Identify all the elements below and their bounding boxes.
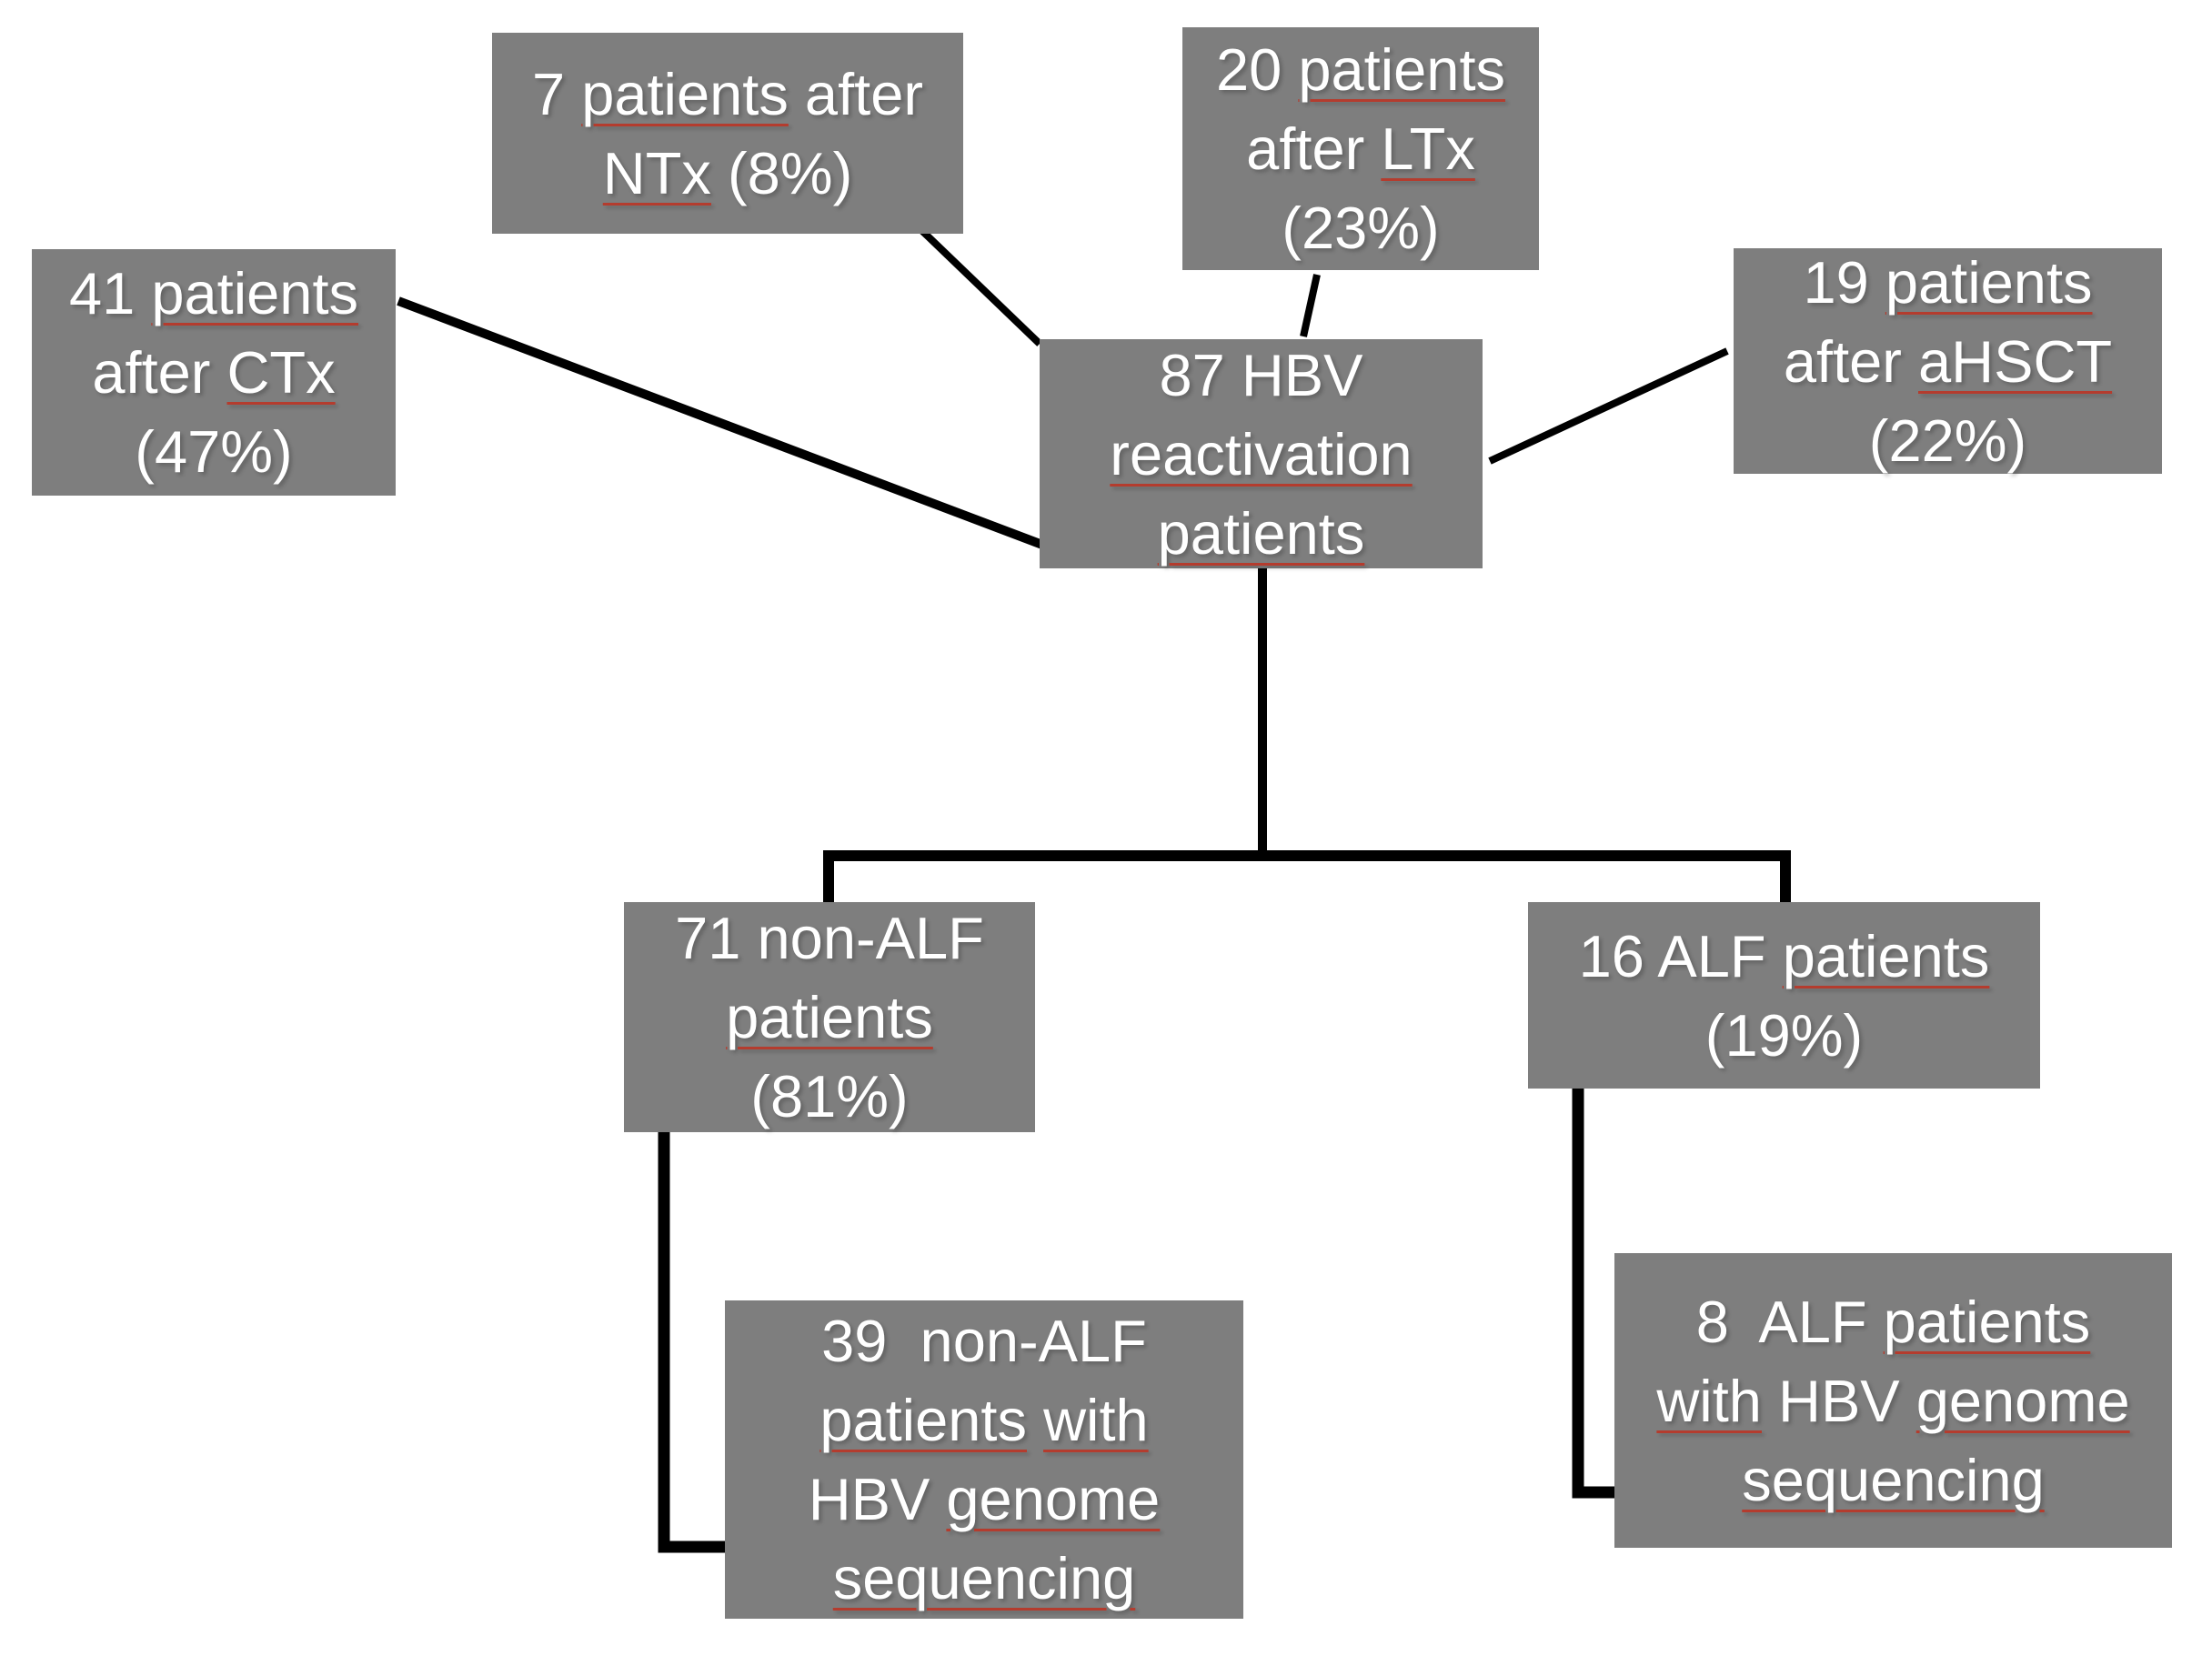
node-text-segment: 8 ALF: [1695, 1288, 1884, 1355]
node-text-line: (22%): [1869, 401, 2026, 480]
connector-ltx-to-hbv: [1300, 274, 1321, 337]
spellcheck-underlined-word: aHSCT: [1918, 327, 2113, 395]
connector-ctx-to-hbv: [397, 296, 1044, 549]
spellcheck-underlined-word: with: [1656, 1367, 1762, 1434]
node-text-segment: 7: [531, 60, 582, 127]
node-text-segment: [1027, 1387, 1043, 1453]
node-text-segment: HBV: [808, 1466, 947, 1532]
connector-nonalf-to-sequencing: [658, 1132, 725, 1553]
node-text-segment: 19: [1803, 248, 1885, 316]
node-text-segment: (19%): [1704, 1001, 1864, 1069]
node-text-line: sequencing: [833, 1539, 1136, 1618]
node-text-line: after aHSCT: [1784, 322, 2112, 401]
spellcheck-underlined-word: patients: [151, 260, 359, 326]
node-text-line: 87 HBV: [1159, 336, 1362, 415]
spellcheck-underlined-word: genome: [946, 1466, 1161, 1532]
node-text-line: patients with: [819, 1380, 1148, 1460]
node-text-line: 7 patients after: [532, 55, 923, 134]
node-text-line: 16 ALF patients: [1579, 917, 1990, 996]
node-text-segment: after: [92, 339, 227, 406]
node-text-line: sequencing: [1742, 1440, 2045, 1520]
spellcheck-underlined-word: patients: [1782, 922, 1990, 989]
spellcheck-underlined-word: patients: [1157, 499, 1365, 567]
node-text-line: 20 patients: [1216, 30, 1505, 109]
node-text-segment: (23%): [1282, 195, 1440, 261]
connector-ahsct-to-hbv: [1488, 347, 1729, 465]
spellcheck-underlined-word: patients: [1885, 248, 2093, 316]
node-text-segment: 71 non-ALF: [675, 905, 984, 971]
spellcheck-underlined-word: LTx: [1381, 115, 1475, 182]
node-text-line: after LTx: [1246, 109, 1475, 188]
node-text-segment: 16 ALF: [1578, 922, 1783, 989]
node-text-line: NTx (8%): [603, 134, 852, 213]
spellcheck-underlined-word: genome: [1915, 1367, 2130, 1434]
node-text-line: reactivation: [1110, 415, 1412, 494]
spellcheck-underlined-word: reactivation: [1110, 420, 1413, 487]
connector-branch-split: [823, 850, 1791, 904]
node-text-line: (23%): [1282, 188, 1439, 267]
node-87-hbv-reactivation-patients: 87 HBV reactivation patients: [1040, 339, 1483, 568]
node-text-segment: after: [788, 60, 923, 127]
node-text-segment: after: [1246, 115, 1382, 182]
node-text-segment: 87 HBV: [1159, 341, 1363, 408]
node-text-segment: after: [1783, 327, 1919, 395]
node-text-segment: (47%): [135, 418, 293, 485]
spellcheck-underlined-word: sequencing: [1742, 1446, 2045, 1513]
node-text-line: patients: [1158, 494, 1365, 573]
node-text-segment: (8%): [710, 139, 853, 206]
spellcheck-underlined-word: patients: [1883, 1288, 2091, 1355]
node-text-line: 41 patients: [69, 254, 358, 333]
node-text-line: patients: [726, 978, 933, 1057]
node-text-line: with HBV genome: [1656, 1361, 2129, 1440]
spellcheck-underlined-word: patients: [726, 984, 933, 1050]
spellcheck-underlined-word: patients: [1298, 36, 1506, 103]
node-71-non-alf-patients: 71 non-ALF patients (81%): [624, 902, 1035, 1132]
node-text-line: HBV genome: [809, 1460, 1161, 1539]
node-text-line: after CTx: [92, 333, 335, 412]
node-text-line: (81%): [750, 1057, 908, 1136]
node-text-segment: 39 non-ALF: [821, 1308, 1147, 1374]
connector-ntx-to-hbv: [919, 227, 1042, 346]
node-text-line: 71 non-ALF: [675, 898, 984, 978]
node-text-line: 19 patients: [1803, 243, 2092, 322]
spellcheck-underlined-word: patients: [819, 1387, 1027, 1453]
spellcheck-underlined-word: patients: [581, 60, 789, 127]
node-text-segment: HBV: [1761, 1367, 1916, 1434]
spellcheck-underlined-word: NTx: [602, 139, 711, 206]
spellcheck-underlined-word: sequencing: [832, 1545, 1136, 1611]
node-16-alf-patients: 16 ALF patients(19%): [1528, 902, 2040, 1089]
node-text-segment: 20: [1215, 36, 1299, 103]
node-text-segment: 41: [68, 260, 152, 326]
node-text-line: (47%): [135, 412, 292, 491]
node-text-line: (19%): [1705, 996, 1863, 1075]
node-text-line: 39 non-ALF: [821, 1301, 1147, 1380]
node-text-segment: (81%): [750, 1063, 909, 1129]
connector-alf-to-sequencing: [1572, 1089, 1614, 1499]
node-text-line: 8 ALF patients: [1696, 1282, 2091, 1361]
spellcheck-underlined-word: CTx: [226, 339, 336, 406]
spellcheck-underlined-word: with: [1043, 1387, 1149, 1453]
node-text-segment: (22%): [1868, 406, 2027, 474]
